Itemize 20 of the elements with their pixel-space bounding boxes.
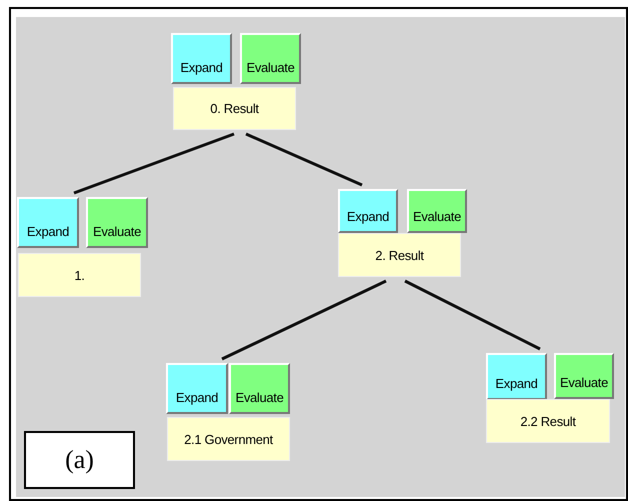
evaluate-button: Evaluate <box>240 33 301 84</box>
expand-button: Expand <box>338 189 398 233</box>
evaluate-button: Evaluate <box>229 363 290 414</box>
expand-button: Expand <box>486 353 547 400</box>
result-box: 2.2 Result <box>486 399 610 443</box>
result-box: 2. Result <box>338 233 461 277</box>
caption-box: (a) <box>24 431 135 489</box>
connector-line <box>404 280 541 350</box>
evaluate-button: Evaluate <box>86 197 148 248</box>
connector-line <box>73 132 235 194</box>
evaluate-button: Evaluate <box>407 189 467 233</box>
expand-button: Expand <box>17 197 79 248</box>
connector-line <box>221 280 387 360</box>
result-box: 0. Result <box>173 87 296 130</box>
evaluate-button: Evaluate <box>554 353 614 399</box>
result-box: 2.1 Government <box>167 417 290 461</box>
connector-line <box>245 132 363 186</box>
expand-button: Expand <box>171 33 232 84</box>
expand-button: Expand <box>166 363 228 414</box>
result-box: 1. <box>18 253 141 297</box>
